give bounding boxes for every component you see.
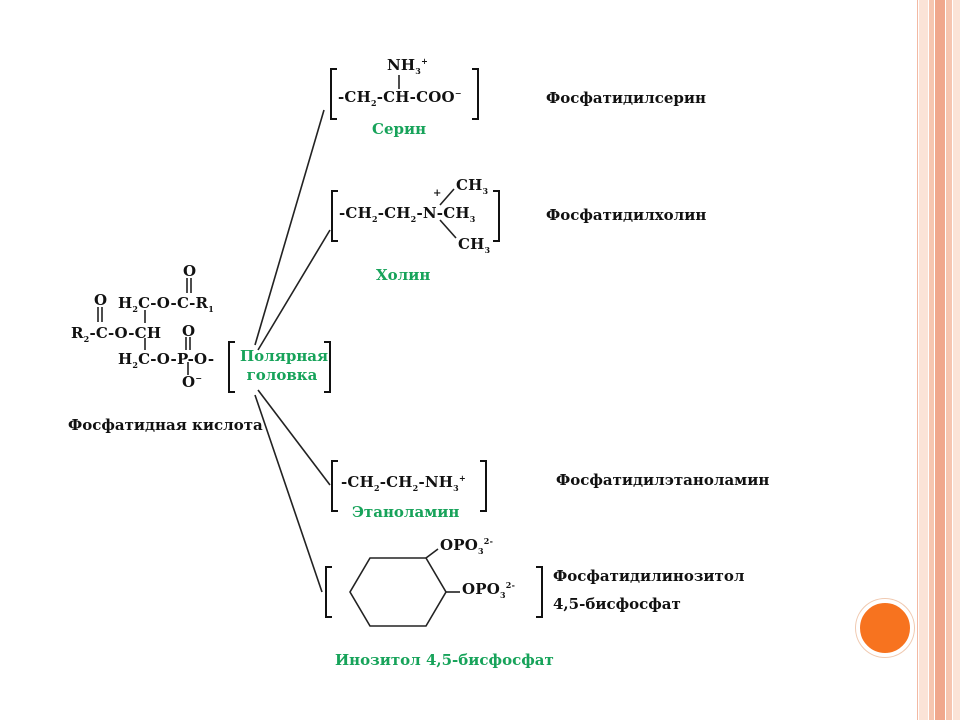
serine-chain-a: -CH (338, 88, 371, 106)
choline-ch3-top-sub: 3 (482, 186, 489, 196)
inositol-opo-right: OPO32- (462, 580, 516, 600)
pa-row1-r-sub: 1 (208, 304, 214, 314)
choline-bracket-right (493, 190, 500, 242)
pa-bottom-oxygen: O− (182, 373, 203, 391)
choline-chain-a: -CH (339, 204, 372, 222)
phosphatidylserine-label: Фосфатидилсерин (546, 89, 707, 107)
ethanolamine-chain-b: -CH (379, 473, 413, 491)
choline-bracket-left (331, 190, 338, 242)
bond-choline-ch3-bottom (439, 219, 457, 239)
serine-nh3-charge: + (421, 56, 428, 66)
pa-top-oxygen: O (183, 262, 197, 280)
stripe-outer-border (917, 0, 918, 720)
inositol-opo-top-sub: 3 (478, 546, 484, 556)
ethanolamine-chain-charge: + (458, 473, 466, 483)
polar-head-bracket-left (228, 341, 235, 393)
serine-bracket-left (330, 68, 337, 120)
inositol-opo-top: OPO32- (440, 536, 494, 556)
pa-row2-sub: 2 (83, 334, 90, 344)
pa-row-2: R2-C-O-CH (71, 324, 162, 344)
ethanolamine-chain-c: -NH (418, 473, 454, 491)
ethanolamine-chain-sub3: 3 (453, 483, 459, 493)
ethanolamine-chain: -CH2-CH2-NH3+ (341, 473, 466, 493)
pa-row1-sub: 2 (132, 304, 139, 314)
phosphatidylinositol-label-line2: 4,5-бисфосфат (553, 595, 681, 613)
pa-row-1: H2C-O-C-R1 (118, 294, 214, 314)
serine-nh3-sub: 3 (415, 66, 422, 76)
choline-chain: -CH2-CH2-N-CH3 (339, 204, 476, 224)
inositol-opo-right-main: OPO (462, 580, 501, 598)
inositol-opo-top-charge: 2- (483, 536, 494, 546)
pa-bottom-o-charge: − (195, 373, 203, 383)
choline-plus-charge: + (433, 188, 442, 199)
pa-row3-rest: C-O-P-O- (138, 350, 215, 368)
inositol-opo-right-charge: 2- (505, 580, 516, 590)
ethanolamine-chain-sub1: 2 (373, 483, 380, 493)
phosphatidic-acid-label: Фосфатидная кислота (68, 416, 263, 434)
polar-head-line1: Полярная (240, 347, 329, 365)
ethanolamine-chain-a: -CH (341, 473, 374, 491)
pa-row1-rest: C-O-C-R (138, 294, 209, 312)
serine-nh3: NH3+ (387, 56, 428, 76)
pa-phosphate-top-oxygen: O (182, 322, 196, 340)
serine-chain-charge: − (454, 88, 462, 98)
connector-to-serine (254, 109, 325, 346)
pa-left-oxygen: O (94, 291, 108, 309)
stripe-5 (953, 0, 960, 720)
inositol-opo-right-sub: 3 (500, 590, 506, 600)
choline-label: Холин (376, 266, 431, 284)
stripe-1 (919, 0, 928, 720)
ethanolamine-bracket-left (331, 460, 338, 512)
bond-inositol-opo-top (425, 548, 439, 559)
stripe-4 (946, 0, 952, 720)
ethanolamine-label: Этаноламин (352, 503, 460, 521)
serine-chain: -CH2-CH-COO− (338, 88, 462, 108)
polar-head-line2: головка (246, 366, 318, 384)
connector-to-inositol (254, 394, 323, 593)
pa-row2-rest: -C-O-CH (89, 324, 162, 342)
choline-chain-b: -CH (377, 204, 411, 222)
serine-label: Серин (372, 120, 427, 138)
decorative-orange-circle (856, 599, 914, 657)
polar-head-bracket-right (324, 341, 331, 393)
inositol-ring (349, 557, 447, 627)
choline-ch3-top-main: CH (456, 176, 483, 194)
inositol-bracket-left (325, 566, 332, 618)
pa-bottom-o: O (182, 373, 196, 391)
connector-to-ethanolamine (257, 389, 331, 486)
choline-chain-c: -N-CH (416, 204, 470, 222)
phosphatidylethanolamine-label: Фосфатидилэтаноламин (556, 471, 770, 489)
stripe-3 (935, 0, 945, 720)
serine-chain-sub: 2 (370, 98, 377, 108)
serine-bracket-right (472, 68, 479, 120)
inositol-bracket-right (536, 566, 543, 618)
ethanolamine-bracket-right (480, 460, 487, 512)
serine-nh3-main: NH (387, 56, 416, 74)
ethanolamine-chain-sub2: 2 (412, 483, 419, 493)
choline-chain-sub2: 2 (410, 214, 417, 224)
inositol-opo-top-main: OPO (440, 536, 479, 554)
connector-to-choline (257, 229, 331, 351)
phosphatidylinositol-label-line1: Фосфатидилинозитол (553, 567, 745, 585)
pa-row1-h: H (118, 294, 133, 312)
choline-chain-sub3: 3 (469, 214, 476, 224)
choline-ch3-bottom-main: CH (458, 235, 485, 253)
pa-row2-r: R (71, 324, 84, 342)
pa-row3-h: H (118, 350, 133, 368)
choline-chain-sub1: 2 (371, 214, 378, 224)
pa-row3-sub: 2 (132, 360, 139, 370)
phosphatidylcholine-label: Фосфатидилхолин (546, 206, 707, 224)
pa-row-3: H2C-O-P-O- (118, 350, 215, 370)
stripe-2 (929, 0, 934, 720)
choline-ch3-top: CH3 (456, 176, 489, 196)
choline-ch3-bottom-sub: 3 (484, 245, 491, 255)
choline-ch3-bottom: CH3 (458, 235, 491, 255)
bond-choline-ch3-top (439, 188, 455, 206)
inositol-label: Инозитол 4,5-бисфосфат (335, 651, 554, 669)
serine-chain-b: -CH-COO (376, 88, 455, 106)
